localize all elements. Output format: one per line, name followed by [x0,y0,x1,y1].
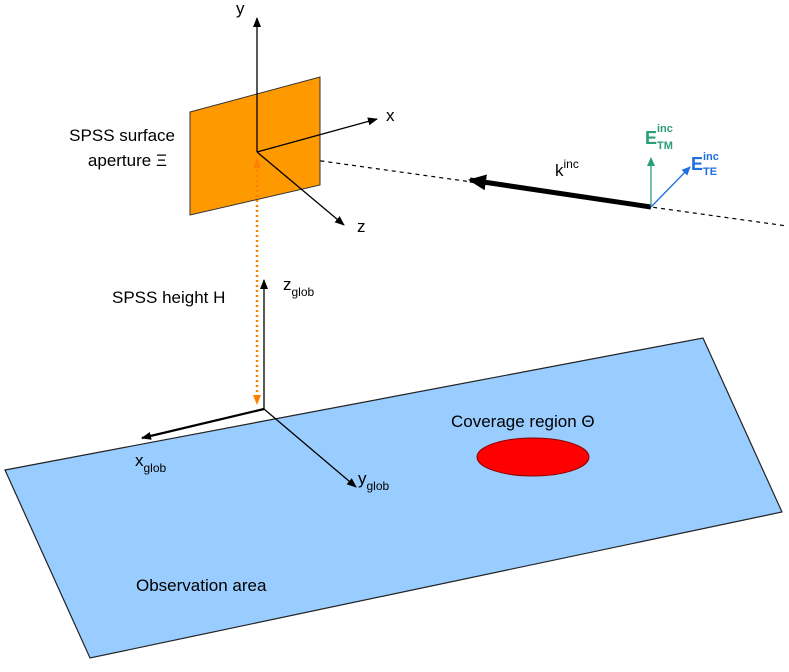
local-x-label: x [386,106,395,125]
e-te-vector [650,166,691,208]
local-z-label: z [357,217,366,236]
e-tm-sub: TM [657,140,673,152]
k-inc-label: kinc [555,157,579,180]
e-te-base: E [691,154,703,174]
e-te-sup: inc [703,151,719,163]
global-y-label: yglob [358,469,390,493]
global-x-label: xglob [135,451,167,475]
coverage-ellipse [476,437,590,477]
aperture-label-line2: aperture Ξ [88,151,167,170]
height-label: SPSS height H [112,288,225,307]
local-z-axis [256,151,345,226]
e-tm-sup: inc [657,123,673,135]
k-inc-arrow [468,174,652,210]
e-tm-base: E [645,128,657,148]
global-z-label: zglob [283,275,315,299]
e-tm-label: E inc TM [645,123,673,152]
aperture-plate [189,76,321,216]
observation-label: Observation area [136,576,267,595]
e-te-sub: TE [703,166,717,178]
e-te-label: E inc TE [691,151,719,178]
global-x-axis [141,407,265,440]
coverage-label: Coverage region Θ [451,412,595,431]
local-y-label: y [236,0,245,18]
aperture-label-line1: SPSS surface [69,126,175,145]
local-x-axis [256,117,378,153]
global-y-axis [263,408,357,488]
observation-plane [4,337,783,659]
